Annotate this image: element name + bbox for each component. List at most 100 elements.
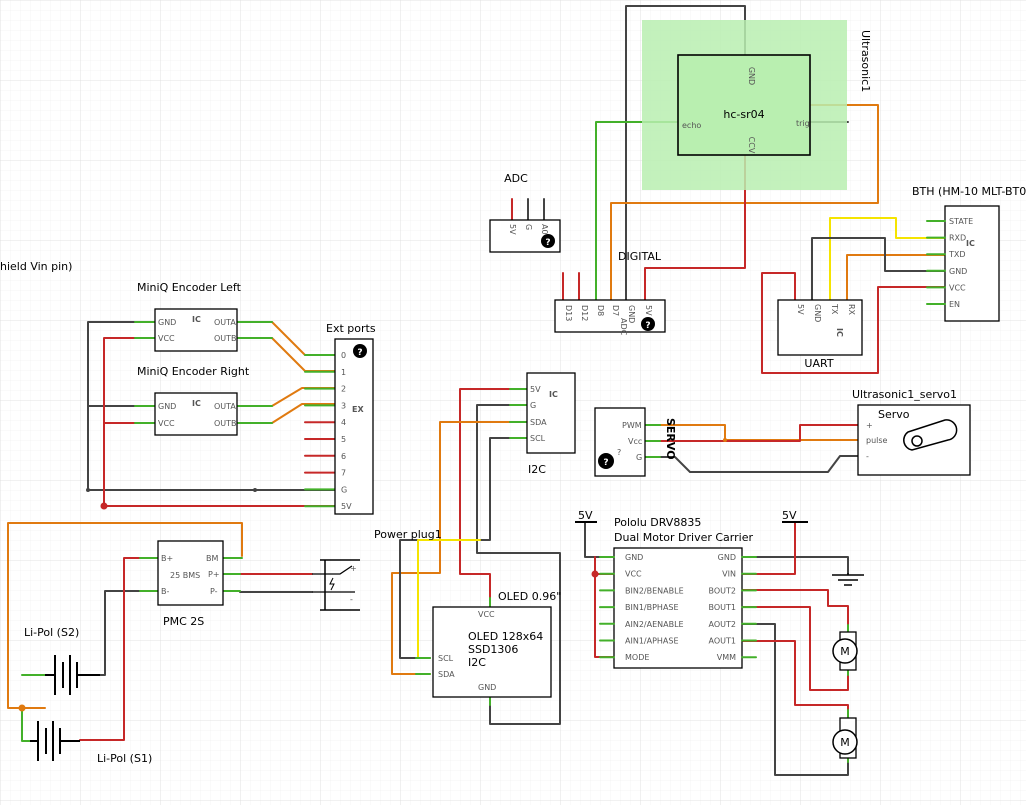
encoder-left[interactable]: MiniQ Encoder Left IC GND VCC OUTA OUTB	[134, 281, 273, 352]
uart-module[interactable]: 5V GND TX RX IC UART	[777, 299, 863, 370]
encoder-left-ic: IC	[192, 315, 201, 324]
bth-title: BTH (HM-10 MLT-BT05	[912, 185, 1026, 198]
wire-ccv	[644, 154, 746, 301]
motor-1[interactable]: M	[832, 624, 858, 676]
power-plug-frame	[320, 559, 360, 611]
oled-display[interactable]: OLED 0.96" VCC OLED 128x64 SSD1306 I2C S…	[415, 590, 561, 706]
wire-servo-vcc	[644, 424, 859, 442]
servo-module-label: SERVO	[664, 418, 677, 460]
servo-module[interactable]: PWM Vcc G ? ? SERVO	[594, 407, 677, 477]
bth-pin-state: STATE	[949, 217, 973, 226]
encoder-right[interactable]: MiniQ Encoder Right IC GND VCC OUTA OUTB	[134, 365, 273, 436]
motor-2[interactable]: M	[832, 709, 858, 763]
power-plug[interactable]: Power plug1 + -	[312, 528, 442, 611]
i2c-scl: SCL	[530, 434, 546, 443]
ext-body	[334, 338, 374, 515]
uart-ic-label: IC	[835, 328, 844, 337]
ext-pin-3: 3	[341, 401, 346, 410]
junctions	[18, 438, 727, 712]
oled-title: OLED 0.96"	[498, 590, 561, 603]
pololu-right-vmm: VMM	[717, 653, 736, 662]
servo-help-glyph: ?	[603, 458, 608, 468]
bms-ppos: P+	[208, 570, 220, 579]
bth-ic-label: IC	[966, 239, 975, 248]
digital-module[interactable]: DIGITAL D13 D12 D8 D7 GND 5V ADC ?	[554, 250, 666, 336]
adc-module[interactable]: ADC 5V G A0 ?	[489, 172, 561, 253]
motor-2-label: M	[840, 736, 850, 749]
uart-gnd-label: GND	[813, 304, 822, 322]
servo-big-name: Servo	[878, 408, 910, 421]
bms-body	[157, 540, 224, 606]
encoder-right-gnd: GND	[158, 402, 176, 411]
pololu-left-mode: MODE	[625, 653, 649, 662]
ground-symbol-icon	[832, 573, 864, 586]
uart-5v-label: 5V	[796, 304, 805, 315]
battery-s2[interactable]: Li-Pol (S2)	[24, 626, 100, 695]
bms-module[interactable]: B+ B- BM P+ P- 25 BMS PMC 2S	[139, 540, 243, 628]
bms-pmc: PMC 2S	[163, 615, 204, 628]
pololu-left-ain1-aphase: AIN1/APHASE	[625, 637, 679, 646]
uart-title: UART	[804, 357, 833, 370]
v5-right-label: 5V	[782, 509, 797, 522]
bth-pin-vcc: VCC	[949, 283, 966, 292]
servo-vcc: Vcc	[628, 437, 642, 446]
v5-left-label: 5V	[578, 509, 593, 522]
ultrasonic-sensor[interactable]: hc-sr04 GND echo trig CCV Ultrasonic1	[642, 20, 872, 190]
wire-bth-rxd	[829, 217, 946, 301]
motor-1-label: M	[840, 645, 850, 658]
pololu-right-vin: VIN	[722, 570, 736, 579]
ultrasonic-gnd-label: GND	[747, 67, 756, 85]
pololu-left-bin2-benable: BIN2/BENABLE	[625, 586, 684, 595]
battery-s2-label: Li-Pol (S2)	[24, 626, 79, 639]
ext-pin-1: 1	[341, 368, 346, 377]
i2c-body	[526, 372, 576, 454]
ext-pin-leads	[304, 354, 336, 508]
ext-label: EX	[352, 405, 364, 414]
servo-q: ?	[617, 448, 621, 457]
bth-pin-txd: TXD	[948, 250, 966, 259]
wire-i2c-g	[476, 404, 561, 725]
pololu-line1: Pololu DRV8835	[614, 516, 701, 529]
wire-i2c-sda	[391, 421, 511, 675]
bms-bneg: B-	[161, 587, 169, 596]
wire-yellow-scl	[417, 539, 481, 659]
bth-pin-gnd: GND	[949, 267, 967, 276]
bms-leads	[139, 557, 243, 592]
motor-1-icon	[832, 638, 858, 664]
ext-pin-g: G	[341, 485, 347, 494]
ext-pin-5v: 5V	[341, 502, 352, 511]
junction-dark-1	[86, 488, 90, 492]
power-plug-plus: +	[350, 564, 357, 573]
servo-big-title: Ultrasonic1_servo1	[852, 388, 957, 401]
junction-orange-2	[723, 438, 727, 442]
pololu-right-aout1: AOUT1	[709, 637, 736, 646]
adc-help-glyph: ?	[545, 238, 550, 248]
motor-driver[interactable]: 5V 5V Pololu DRV8835 Dual Motor Driver C…	[575, 509, 864, 669]
uart-body	[777, 299, 863, 356]
pololu-right-aout2: AOUT2	[709, 620, 736, 629]
encoder-left-leads	[134, 321, 273, 339]
oled-sda: SDA	[438, 670, 455, 679]
servo-minus: -	[866, 452, 869, 461]
oled-scl: SCL	[438, 654, 454, 663]
encoder-right-body	[154, 392, 238, 436]
pololu-left-ain2-aenable: AIN2/AENABLE	[625, 620, 684, 629]
bth-module[interactable]: BTH (HM-10 MLT-BT05 IC STATERXDTXDGNDVCC…	[912, 185, 1026, 322]
battery-s1-label: Li-Pol (S1)	[97, 752, 152, 765]
servo-motor[interactable]: Ultrasonic1_servo1 Servo + pulse -	[852, 388, 971, 476]
pololu-pin-labels: GNDVCCBIN2/BENABLEBIN1/BPHASEAIN2/AENABL…	[599, 553, 757, 662]
pololu-right-bout2: BOUT2	[709, 586, 736, 595]
oled-leads	[415, 597, 491, 706]
battery-s1[interactable]: Li-Pol (S1)	[30, 721, 152, 765]
i2c-module[interactable]: IC 5V G SDA SCL I2C	[509, 372, 576, 476]
encoder-left-outa: OUTA	[214, 318, 236, 327]
i2c-5v: 5V	[530, 385, 541, 394]
motor-2-icon	[832, 729, 858, 755]
pololu-left-vcc: VCC	[625, 570, 642, 579]
junction-orange-1	[18, 704, 26, 712]
encoder-right-vcc: VCC	[158, 419, 175, 428]
adc-a-label: A0	[540, 224, 549, 235]
